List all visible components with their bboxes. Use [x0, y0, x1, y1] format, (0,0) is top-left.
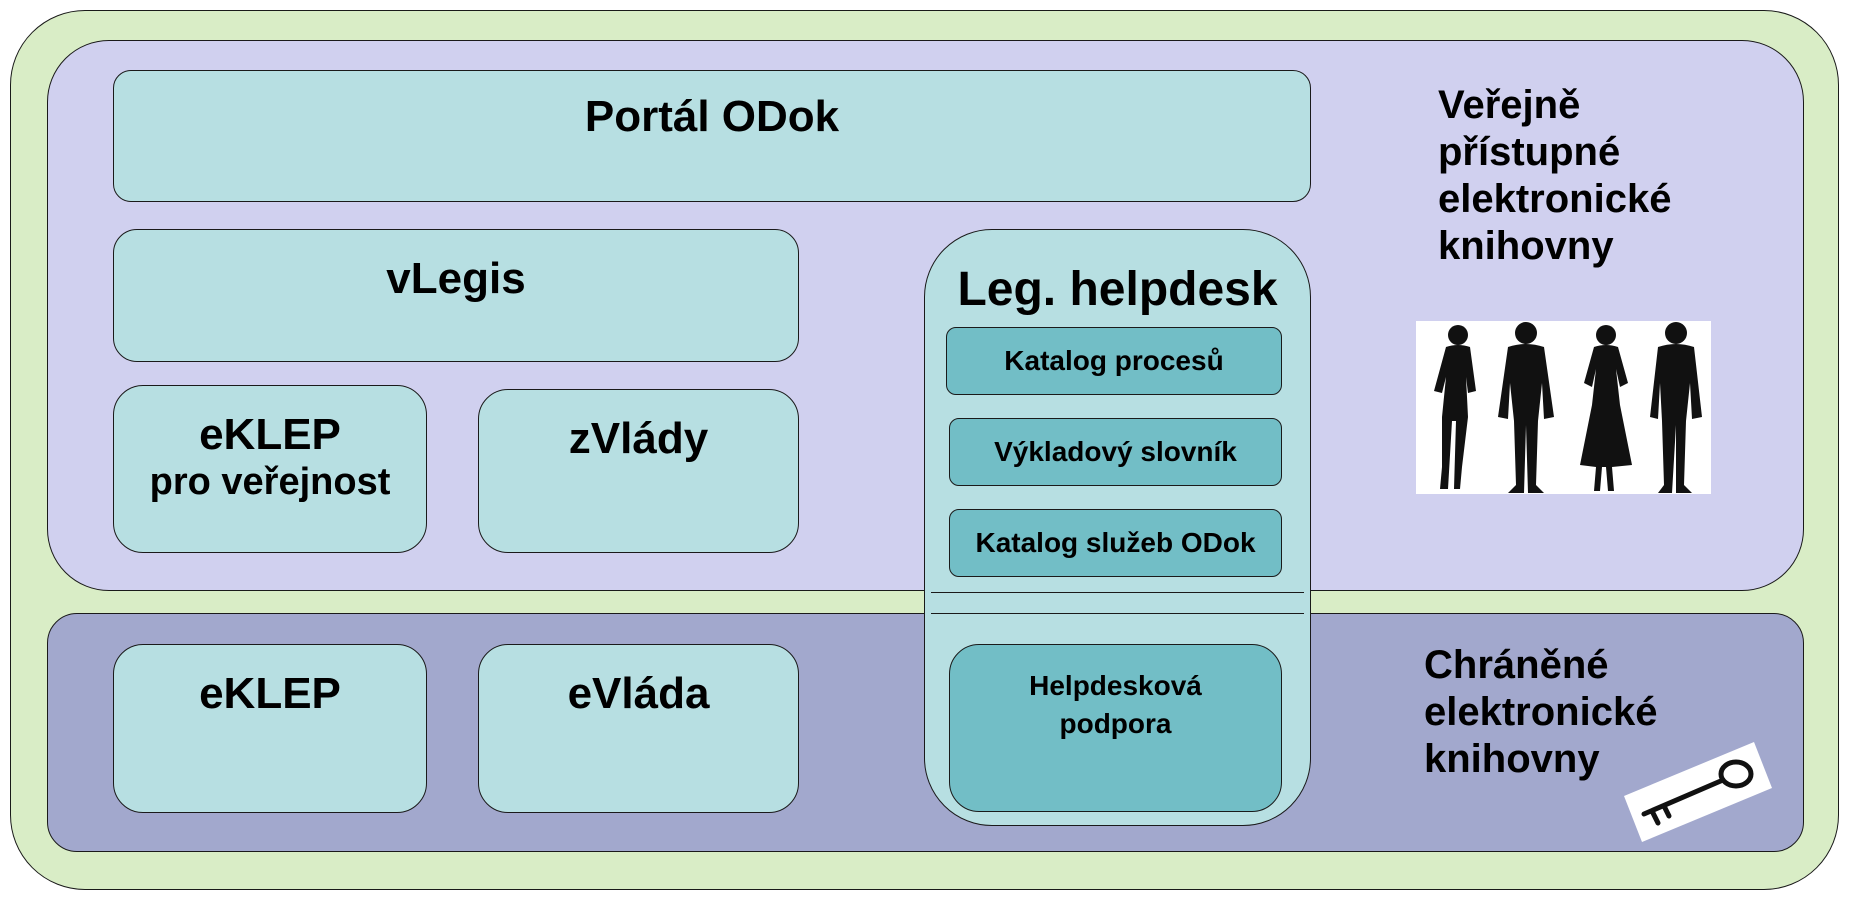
eklep-box: eKLEP — [113, 644, 427, 813]
helpdesk-title: Leg. helpdesk — [957, 263, 1278, 316]
helpdesk-support-label: Helpdesková — [1029, 670, 1202, 701]
zvlady-box: zVlády — [478, 389, 799, 553]
people-silhouettes-icon — [1416, 321, 1711, 494]
portal-odok-label: Portál ODok — [584, 92, 840, 141]
protected-zone-label-line: Chráněné — [1424, 643, 1609, 687]
helpdesk-item-process-catalog: Katalog procesů — [946, 327, 1282, 395]
portal-odok-box: Portál ODok — [113, 70, 1311, 202]
eklep-public-box: eKLEP pro veřejnost — [113, 385, 427, 553]
eklep-public-label: eKLEP — [199, 410, 341, 459]
public-zone-label-line: knihovny — [1438, 224, 1614, 268]
helpdesk-item-service-catalog: Katalog služeb ODok — [949, 509, 1282, 577]
public-zone-label-line: elektronické — [1438, 177, 1672, 221]
vlegis-label: vLegis — [386, 254, 526, 303]
protected-zone-label: Chráněné elektronické knihovny — [1424, 642, 1724, 783]
evlada-label: eVláda — [567, 669, 710, 718]
helpdesk-item-label: Katalog procesů — [1004, 345, 1224, 376]
zvlady-label: zVlády — [568, 414, 709, 463]
key-icon — [1622, 742, 1772, 842]
helpdesk-support-sublabel: podpora — [1059, 708, 1172, 739]
public-zone-label-line: Veřejně — [1438, 83, 1581, 127]
zone-divider-line — [931, 592, 1304, 593]
helpdesk-item-label: Výkladový slovník — [994, 436, 1237, 467]
helpdesk-item-label: Katalog služeb ODok — [975, 527, 1256, 558]
evlada-box: eVláda — [478, 644, 799, 813]
public-zone-label: Veřejně přístupné elektronické knihovny — [1438, 82, 1768, 270]
helpdesk-item-glossary: Výkladový slovník — [949, 418, 1282, 486]
helpdesk-support-box: Helpdesková podpora — [949, 644, 1282, 812]
eklep-public-sublabel: pro veřejnost — [149, 461, 391, 503]
eklep-label: eKLEP — [199, 669, 341, 718]
vlegis-box: vLegis — [113, 229, 799, 362]
protected-zone-label-line: knihovny — [1424, 737, 1600, 781]
protected-zone-label-line: elektronické — [1424, 690, 1658, 734]
zone-divider-line — [931, 613, 1304, 614]
public-zone-label-line: přístupné — [1438, 130, 1621, 174]
